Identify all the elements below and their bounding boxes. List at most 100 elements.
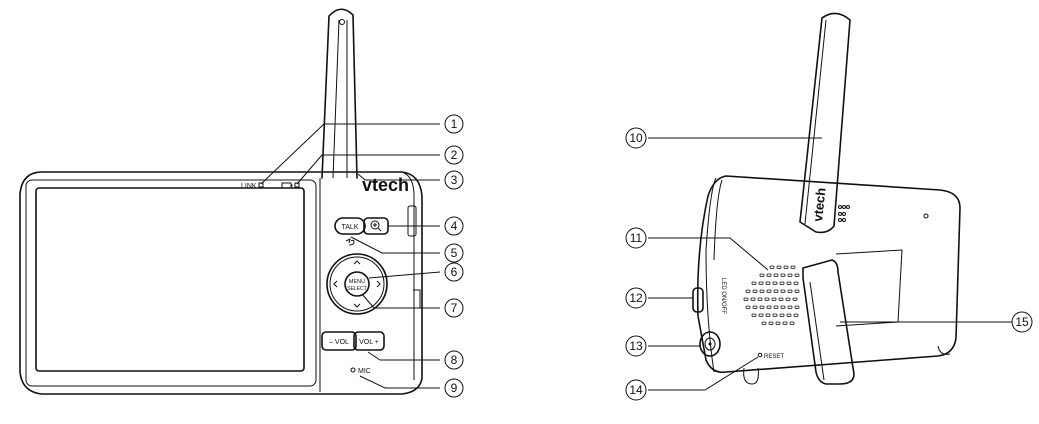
zoom-button[interactable] bbox=[363, 217, 389, 235]
grille-hole bbox=[775, 321, 781, 325]
callout-8-label: 8 bbox=[451, 353, 458, 367]
grille-hole bbox=[778, 297, 784, 301]
grille-hole bbox=[745, 289, 751, 293]
callout-8: 8 bbox=[444, 350, 464, 370]
callout-13: 13 bbox=[625, 335, 647, 357]
grille-hole bbox=[776, 265, 782, 269]
up-arrow-icon bbox=[353, 260, 361, 265]
grille-hole bbox=[768, 321, 774, 325]
front-view: LINK vtech TALK bbox=[19, 8, 441, 395]
link-label: LINK bbox=[241, 183, 257, 190]
grille-hole bbox=[793, 313, 799, 317]
callout-6: 6 bbox=[444, 262, 464, 282]
zoom-icon bbox=[370, 220, 382, 232]
grille-hole bbox=[757, 297, 763, 301]
grille-hole bbox=[761, 321, 767, 325]
grille-hole bbox=[783, 265, 789, 269]
grille-hole bbox=[780, 289, 786, 293]
callout-4-label: 4 bbox=[451, 219, 458, 233]
grille-hole bbox=[751, 281, 757, 285]
battery-icon bbox=[281, 182, 293, 189]
grille-hole bbox=[766, 273, 772, 277]
grille-hole bbox=[759, 305, 765, 309]
navigation-pad[interactable] bbox=[326, 253, 388, 315]
back-leader-lines bbox=[648, 137, 1012, 391]
grille-hole bbox=[773, 273, 779, 277]
callout-9-label: 9 bbox=[451, 381, 458, 395]
grille-hole bbox=[792, 297, 798, 301]
vol-plus-label: VOL + bbox=[359, 339, 379, 346]
grille-hole bbox=[766, 289, 772, 293]
grille-hole bbox=[773, 289, 779, 293]
callout-11: 11 bbox=[625, 227, 647, 249]
grille-hole bbox=[786, 313, 792, 317]
callout-10: 10 bbox=[625, 127, 647, 149]
grille-hole bbox=[787, 289, 793, 293]
callout-4: 4 bbox=[444, 216, 464, 236]
menu-select-button[interactable]: MENU SELECT bbox=[344, 271, 370, 297]
callout-1: 1 bbox=[444, 114, 464, 134]
volume-up-button[interactable]: VOL + bbox=[353, 331, 385, 351]
grille-hole bbox=[765, 313, 771, 317]
grille-hole bbox=[743, 297, 749, 301]
front-leader-lines bbox=[260, 123, 441, 389]
callout-15: 15 bbox=[1011, 311, 1033, 333]
grille-hole bbox=[759, 289, 765, 293]
down-arrow-icon bbox=[353, 303, 361, 308]
grille-hole bbox=[758, 281, 764, 285]
grille-hole bbox=[764, 297, 770, 301]
menu-label: MENU bbox=[349, 279, 365, 285]
callout-12-label: 12 bbox=[629, 291, 643, 305]
select-label: SELECT bbox=[347, 286, 366, 292]
grille-hole bbox=[750, 297, 756, 301]
volume-down-button[interactable]: – VOL bbox=[321, 331, 357, 351]
grille-hole bbox=[745, 305, 751, 309]
grille-hole bbox=[789, 321, 795, 325]
callout-3-label: 3 bbox=[451, 173, 458, 187]
front-screen bbox=[25, 179, 317, 387]
callout-14-label: 14 bbox=[629, 383, 643, 397]
back-arrow-icon bbox=[345, 238, 355, 246]
grille-hole bbox=[773, 305, 779, 309]
grille-hole bbox=[779, 281, 785, 285]
callout-3: 3 bbox=[444, 170, 464, 190]
callout-10-label: 10 bbox=[629, 131, 643, 145]
callout-7-label: 7 bbox=[451, 301, 458, 315]
right-arrow-icon bbox=[376, 280, 381, 288]
led-on-off-label: LED ON/OFF bbox=[720, 278, 726, 314]
grille-hole bbox=[787, 305, 793, 309]
grille-hole bbox=[787, 273, 793, 277]
grille-hole bbox=[780, 273, 786, 277]
brand-logo-front: vtech bbox=[362, 175, 409, 195]
reset-hole[interactable] bbox=[757, 352, 763, 358]
speaker-grille bbox=[743, 265, 800, 325]
reset-label: RESET bbox=[764, 354, 784, 360]
mic-hole bbox=[350, 367, 356, 373]
callout-5-label: 5 bbox=[451, 246, 458, 260]
monitor-body bbox=[19, 171, 423, 395]
grille-hole bbox=[780, 305, 786, 309]
talk-button[interactable]: TALK bbox=[334, 217, 366, 235]
brand-logo-back: vtech bbox=[810, 187, 828, 222]
grille-hole bbox=[772, 281, 778, 285]
callout-13-label: 13 bbox=[629, 339, 643, 353]
grille-hole bbox=[771, 297, 777, 301]
grille-hole bbox=[779, 313, 785, 317]
callout-15-label: 15 bbox=[1015, 315, 1029, 329]
led-switch[interactable] bbox=[692, 287, 704, 313]
grille-hole bbox=[793, 281, 799, 285]
callout-14: 14 bbox=[625, 379, 647, 401]
grille-hole bbox=[759, 273, 765, 277]
callout-2-label: 2 bbox=[451, 148, 458, 162]
grille-hole bbox=[752, 305, 758, 309]
grille-hole bbox=[765, 281, 771, 285]
link-led bbox=[258, 182, 264, 188]
power-jack[interactable] bbox=[699, 331, 721, 357]
callout-1-label: 1 bbox=[451, 117, 458, 131]
mic-label: MIC bbox=[358, 368, 371, 375]
vol-minus-label: – VOL bbox=[329, 339, 349, 346]
battery-led bbox=[294, 182, 300, 188]
back-antenna: vtech bbox=[799, 12, 851, 234]
logo-dots bbox=[838, 205, 929, 222]
